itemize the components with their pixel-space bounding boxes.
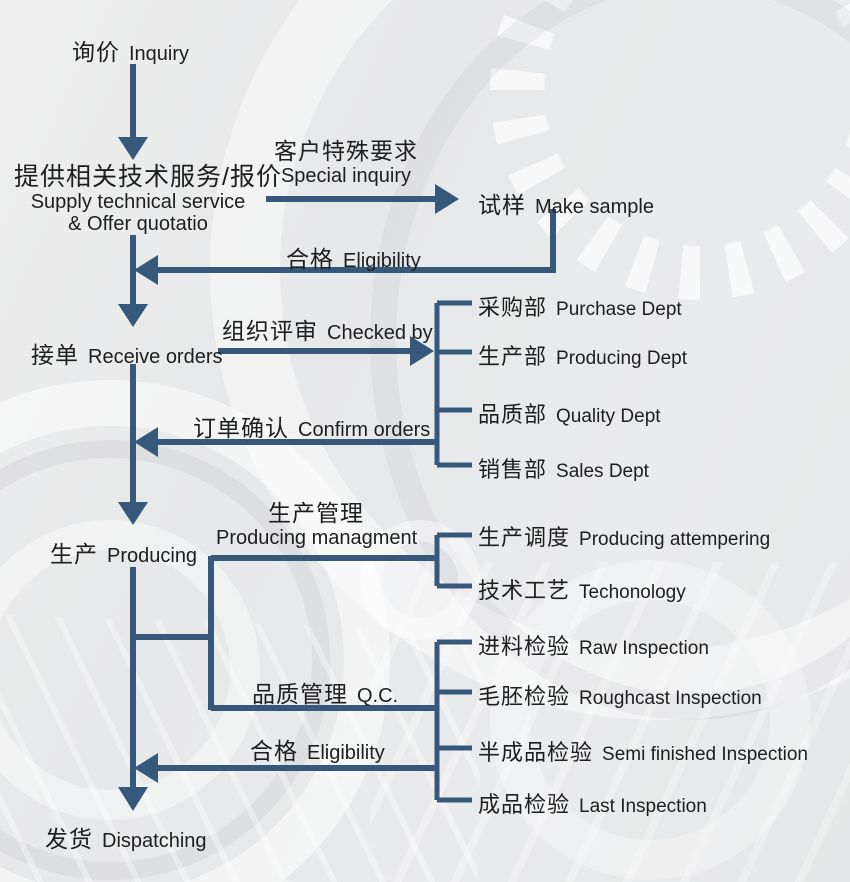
qc-en: Q.C. [357, 685, 399, 707]
roughcast-inspection-en: Roughcast Inspection [579, 688, 762, 709]
receive-orders-en: Receive orders [88, 346, 223, 368]
attempering-en: Producing attempering [579, 529, 771, 550]
receive-orders-zh: 接单 [31, 342, 79, 368]
quality-dept-zh: 品质部 [478, 402, 548, 427]
producing-dept-zh: 生产部 [478, 344, 548, 369]
make-sample-zh: 试样 [478, 192, 526, 218]
supply-label-zh: 提供相关技术服务/报价 [14, 163, 282, 191]
eligibility-top-en: Eligibility [343, 250, 421, 272]
node-producing: 生产 Producing [50, 535, 197, 569]
checked-by-zh: 组织评审 [222, 318, 318, 344]
arrowhead-left-icon [134, 753, 158, 783]
purchase-dept-zh: 采购部 [478, 295, 548, 320]
list-item-technology: 技术工艺 Techonology [478, 573, 686, 605]
eligibility-bottom-zh: 合格 [250, 738, 298, 764]
list-item-sales-dept: 销售部 Sales Dept [478, 452, 649, 484]
qc-zh: 品质管理 [252, 681, 348, 707]
list-item-quality-dept: 品质部 Quality Dept [478, 397, 661, 429]
arrowhead-down-icon [118, 137, 148, 160]
list-item-roughcast-inspection: 毛胚检验 Roughcast Inspection [478, 679, 762, 711]
make-sample-en: Make sample [535, 196, 654, 218]
node-dispatching: 发货 Dispatching [45, 820, 207, 854]
producing-zh: 生产 [50, 541, 98, 567]
quality-dept-en: Quality Dept [556, 406, 661, 427]
special-inquiry-zh: 客户特殊要求 [274, 138, 418, 164]
label-eligibility-bottom: 合格 Eligibility [250, 732, 385, 766]
arrow-sample-eligibility-return [158, 209, 556, 273]
producing-dept-en: Producing Dept [556, 348, 687, 369]
label-special-inquiry: 客户特殊要求 Special inquiry [268, 138, 424, 187]
arrowhead-down-icon [118, 502, 148, 525]
semi-finished-inspection-en: Semi finished Inspection [602, 744, 808, 765]
arrowhead-right-icon [410, 336, 434, 366]
attempering-zh: 生产调度 [478, 525, 571, 550]
arrowhead-right-icon [435, 184, 459, 214]
purchase-dept-en: Purchase Dept [556, 299, 682, 320]
last-inspection-en: Last Inspection [579, 796, 707, 817]
management-bracket [434, 532, 472, 589]
node-receive-orders: 接单 Receive orders [31, 336, 223, 370]
last-inspection-zh: 成品检验 [478, 792, 571, 817]
arrowhead-left-icon [134, 255, 158, 285]
label-checked-by: 组织评审 Checked by [222, 312, 433, 346]
branch-producing-management [133, 555, 439, 711]
producing-mgmt-zh: 生产管理 [268, 500, 364, 526]
arrowhead-left-icon [134, 427, 158, 457]
inquiry-label-en: Inquiry [129, 43, 190, 65]
node-make-sample: 试样 Make sample [478, 186, 654, 220]
confirm-orders-en: Confirm orders [298, 419, 431, 441]
confirm-orders-zh: 订单确认 [193, 415, 289, 441]
raw-inspection-zh: 进料检验 [478, 634, 571, 659]
qc-bracket [434, 639, 472, 803]
list-item-purchase-dept: 采购部 Purchase Dept [478, 290, 682, 322]
label-qc: 品质管理 Q.C. [252, 675, 398, 709]
semi-finished-inspection-zh: 半成品检验 [478, 740, 594, 765]
list-item-producing-dept: 生产部 Producing Dept [478, 339, 687, 371]
arrowhead-down-icon [118, 304, 148, 327]
special-inquiry-en: Special inquiry [280, 164, 412, 187]
technology-zh: 技术工艺 [478, 578, 571, 603]
arrowhead-down-icon [118, 787, 148, 811]
departments-bracket [434, 300, 472, 468]
checked-by-en: Checked by [327, 322, 433, 344]
node-supply: 提供相关技术服务/报价 Supply technical service & O… [14, 163, 282, 236]
label-producing-mgmt: 生产管理 Producing managment [216, 500, 418, 549]
list-item-semi-finished-inspection: 半成品检验 Semi finished Inspection [478, 735, 808, 767]
dispatching-zh: 发货 [45, 826, 93, 852]
sales-dept-zh: 销售部 [478, 457, 548, 482]
inquiry-label-zh: 询价 [72, 39, 120, 65]
roughcast-inspection-zh: 毛胚检验 [478, 684, 571, 709]
node-inquiry: 询价 Inquiry [72, 33, 189, 67]
label-eligibility-top: 合格 Eligibility [286, 240, 421, 274]
list-item-last-inspection: 成品检验 Last Inspection [478, 787, 707, 819]
list-item-raw-inspection: 进料检验 Raw Inspection [478, 629, 709, 661]
supply-label-en1: Supply technical service [30, 191, 246, 213]
eligibility-bottom-en: Eligibility [307, 742, 385, 764]
eligibility-top-zh: 合格 [286, 246, 334, 272]
label-confirm-orders: 订单确认 Confirm orders [193, 409, 430, 443]
dispatching-en: Dispatching [102, 830, 207, 852]
supply-label-en2: & Offer quotatio [68, 213, 208, 236]
raw-inspection-en: Raw Inspection [579, 638, 709, 659]
producing-mgmt-en: Producing managment [216, 526, 418, 549]
producing-en: Producing [107, 545, 198, 567]
list-item-producing-attempering: 生产调度 Producing attempering [478, 520, 770, 552]
technology-en: Techonology [579, 582, 686, 603]
sales-dept-en: Sales Dept [556, 461, 649, 482]
